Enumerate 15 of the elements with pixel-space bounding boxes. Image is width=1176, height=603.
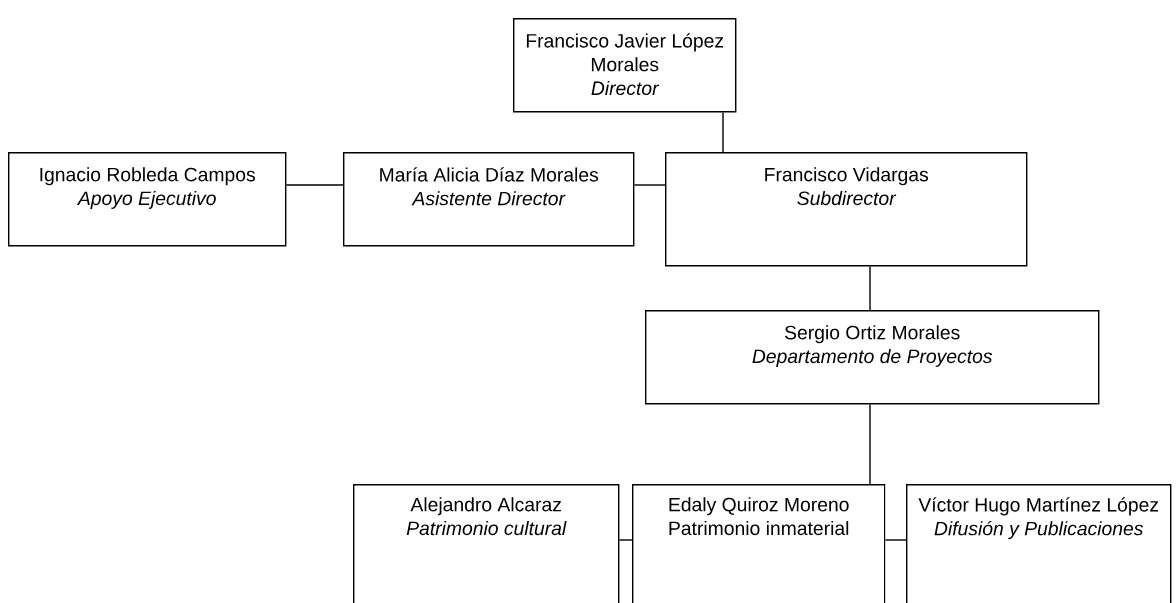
org-box: Ignacio Robleda Campos Apoyo Ejecutivo (8, 152, 287, 247)
org-box: Francisco Vidargas Subdirector (665, 152, 1028, 267)
connector-line (618, 539, 633, 541)
connector-line (633, 184, 666, 186)
connector-line (869, 403, 871, 485)
org-box: Sergio Ortiz Morales Departamento de Proyectos (645, 310, 1100, 405)
connector-line (869, 265, 871, 311)
org-box: María Alicia Díaz Morales Asistente Director (343, 152, 635, 247)
org-box: Alejandro Alcaraz Patrimonio cultural (353, 484, 620, 603)
connector-line (285, 184, 344, 186)
org-box: Víctor Hugo Martínez López Difusión y Publicaciones (906, 484, 1172, 603)
org-box: Edaly Quiroz Moreno Patrimonio inmaterial (632, 484, 886, 603)
connector-line (884, 539, 907, 541)
org-box: Francisco Javier López Morales Director (513, 18, 737, 113)
connector-line (722, 111, 724, 153)
